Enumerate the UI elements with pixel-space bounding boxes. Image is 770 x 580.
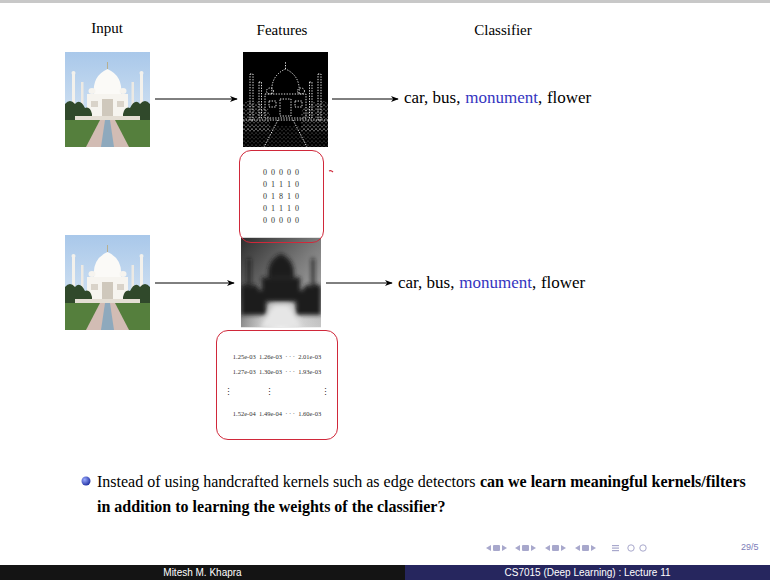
input-photo — [65, 235, 150, 330]
matrix-row: 0 1 1 1 0 — [263, 204, 299, 214]
class-name: car, bus, — [404, 88, 460, 107]
class-name-highlighted: monument — [465, 88, 538, 107]
classifier-classes: car, bus, monument, flower — [404, 88, 591, 108]
flow-arrow — [155, 283, 234, 284]
bullet-text: Instead of using handcrafted kernels suc… — [97, 469, 752, 519]
footer-bar-left — [0, 565, 405, 580]
bullet-ball — [82, 477, 91, 486]
pen-mark — [329, 171, 333, 172]
blur-feature-map — [241, 238, 321, 327]
bullet-text-plain: Instead of using handcrafted kernels suc… — [97, 473, 476, 490]
matrix-row: 0 1 8 1 0 — [263, 192, 299, 202]
page-number: 29/5 — [741, 541, 759, 553]
page-number: 29/5 — [741, 542, 759, 552]
matrix-row: 0 0 0 0 0 — [263, 168, 299, 178]
nav-icons — [486, 545, 646, 551]
matrix-row: 1.27e-03 1.30e-03 · · · 1.93e-03 — [233, 367, 321, 376]
column-heading: Classifier — [474, 21, 532, 39]
matrix-row: 0 0 0 0 0 — [263, 216, 299, 226]
top-rule — [0, 0, 770, 3]
column-heading: Input — [91, 19, 123, 37]
edge-feature-map — [243, 52, 328, 147]
classifier-classes: car, bus, monument, flower — [398, 273, 585, 293]
class-separator: , — [532, 273, 536, 292]
matrix-row: 1.52e-04 1.49e-04 · · · 1.60e-03 — [233, 409, 321, 418]
class-name: flower — [547, 88, 591, 107]
matrix-row: ⋮ ⋮ ⋮ — [224, 388, 330, 397]
matrix-row: 1.25e-03 1.26e-03 · · · 2.01e-03 — [233, 352, 321, 361]
kernel-matrix-box: 1.25e-03 1.26e-03 · · · 2.01e-03 1.27e-03… — [216, 330, 338, 440]
footer-course: CS7015 (Deep Learning) : Lecture 11 — [504, 567, 670, 578]
kernel-matrix-box: 0 0 0 0 0 0 1 1 1 0 0 1 8 1 0 0 1 1 1 0 0 0 … — [239, 150, 324, 243]
flow-arrows — [155, 99, 398, 283]
matrix-row: 0 1 1 1 0 — [263, 180, 299, 190]
column-heading: Features — [257, 21, 308, 39]
footer-course: CS7015 (Deep Learning) : Lecture 11 — [405, 565, 770, 580]
footer-author: Mitesh M. Khapra — [0, 565, 405, 580]
input-photo — [65, 52, 150, 147]
flow-arrow — [332, 99, 398, 100]
footer-author: Mitesh M. Khapra — [163, 567, 241, 578]
class-separator: , — [538, 88, 542, 107]
flow-arrow — [326, 283, 392, 284]
footer-bar-right — [405, 565, 770, 580]
flow-arrow — [155, 99, 237, 100]
class-name: car, bus, — [398, 273, 454, 292]
class-name: flower — [541, 273, 585, 292]
class-name-highlighted: monument — [459, 273, 532, 292]
